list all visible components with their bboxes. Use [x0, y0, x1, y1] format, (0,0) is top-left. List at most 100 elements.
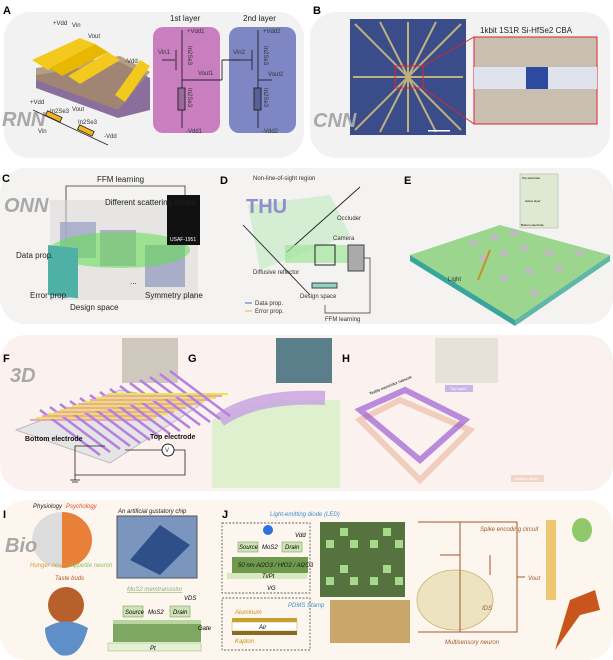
panel-a: A +Vdd Vin Vout -Vdd RNN +Vdd In2Se3 Vou… [2, 5, 296, 146]
aluminum-label: Aluminum [234, 610, 262, 616]
row-ij-background [0, 500, 613, 660]
panel-label-c: C [2, 173, 10, 185]
ffm-learning-label-d: FFM learning [325, 317, 360, 323]
network-tag-rnn: RNN [2, 109, 46, 131]
vin2: Vin2 [233, 50, 246, 56]
appetite-neuron-label: Appetite neuron [69, 563, 113, 569]
material-1b: In2Se3 [186, 88, 192, 108]
schematic-vin: Vin [38, 129, 47, 135]
design-space-label: Design space [70, 303, 119, 312]
terminal-vout: Vout [88, 34, 100, 40]
panel-label-e: E [404, 175, 411, 187]
panel-g: G [188, 338, 340, 488]
bottom-layer-label: Bottom layer [515, 476, 538, 481]
legend-error-prop: Error prop. [255, 309, 284, 315]
panel-label-f: F [3, 353, 10, 365]
gate-label: Gate [198, 626, 212, 632]
inset-top-electrode: Top electrode [522, 176, 540, 180]
nlos-region-label: Non-line-of-sight region [253, 176, 315, 182]
top-layer-label: Top layer [450, 386, 467, 391]
material-2a: In2Se3 [262, 46, 268, 66]
kapton-label: Kapton [235, 639, 255, 645]
light-arrow [477, 249, 491, 281]
vout1: Vout1 [198, 71, 214, 77]
terminal-vdd-minus: -Vdd [125, 59, 138, 65]
transistor-box [221, 522, 311, 594]
design-space-label-d: Design space [300, 294, 337, 300]
terminal-vdd-plus: +Vdd [53, 21, 67, 27]
panel-i: I Physiology Psychology Bio Hunger neuro… [3, 504, 212, 656]
design-space-mask [48, 245, 78, 299]
memtransistor-title: MoS2 memtransistor [127, 587, 183, 593]
top-layer-mesh [354, 386, 471, 464]
vdd1-top: +Vdd1 [187, 29, 205, 35]
array-cells [326, 528, 403, 585]
channel-label-j: MoS2 [262, 545, 278, 551]
ground-icon [70, 475, 80, 483]
flexible-device-photo [122, 338, 178, 383]
multisensory-neuron-region [416, 569, 494, 631]
network-tag-bio: Bio [5, 535, 37, 557]
zoom-region [394, 65, 424, 89]
ffm-learning-label: FFM learning [97, 175, 144, 184]
panel-label-g: G [188, 353, 197, 365]
panel-label-i: I [3, 509, 6, 521]
vdd-label-j: Vdd [295, 533, 306, 539]
layer2-title: 2nd layer [243, 14, 276, 23]
vin1: Vin1 [158, 50, 171, 56]
taste-buds-label: Taste buds [55, 576, 84, 582]
memristor-array-substrate [410, 225, 610, 320]
design-space-element [311, 282, 338, 289]
gustatory-chip-title: An artificial gustatory chip [117, 509, 187, 515]
panel-b: B 1kbit 1S1R Si-HfSe2 CBA CNN [313, 5, 598, 135]
material-1a: In2Se3 [186, 46, 192, 66]
psychology-label: Psychology [66, 504, 98, 510]
occluder [286, 186, 361, 253]
inset-active-layer: Active layer [525, 199, 541, 203]
channel-label-i: MoS2 [148, 610, 164, 616]
usaf-target [167, 195, 200, 245]
dielectric-label: 50 nm Al2O3 / HfO2 / Al2O3 [238, 563, 314, 569]
vdd2-bottom: -Vdd2 [262, 129, 279, 135]
light-beam [50, 232, 190, 268]
neuron-icon [555, 590, 600, 650]
top-electrode-line [129, 382, 191, 429]
sensor-box [221, 597, 311, 651]
taste-bud-icon [48, 587, 84, 623]
sensor-photo [330, 600, 410, 643]
spike-encoding-circuit [418, 521, 525, 633]
schematic-vdd-plus: +Vdd [30, 100, 44, 106]
occluder-label: Occluder [337, 216, 361, 222]
in2se3-device-illustration [32, 38, 150, 118]
source-label-i: Source [125, 610, 145, 616]
panel-e: E Light Top electrode Active layer Botto… [404, 173, 610, 326]
gate-dielectric [113, 624, 201, 642]
drain-label-i: Drain [173, 610, 188, 616]
vg-label: VG [267, 586, 276, 592]
network-tag-onn: ONN [4, 195, 49, 217]
hunger-neuron-label: Hunger neuron [30, 563, 71, 569]
network-tag-3d: 3D [10, 365, 36, 387]
textile-photo [435, 338, 498, 383]
panel-f: F 3D Bottom electrode Top electrode V [3, 338, 231, 483]
usaf-target-label: USAF-1951 [170, 237, 196, 243]
pdms-stamp-label: PDMS Stamp [288, 603, 325, 609]
panel-label-j: J [222, 509, 228, 521]
device-stack-inset [519, 173, 559, 229]
vout2: Vout2 [268, 72, 284, 78]
ids-label: IDS [482, 606, 492, 612]
camera-label: Camera [333, 236, 355, 242]
top-electrode-label: Top electrode [150, 434, 195, 441]
top-electrode-line [159, 373, 221, 420]
panel-j: J Light-emitting diode (LED) Source MoS2… [221, 509, 600, 651]
data-prop-label: Data prop. [16, 251, 53, 260]
diffusive-reflector [242, 224, 311, 296]
bottom-layer-tag [511, 475, 544, 482]
top-layer-tag [445, 385, 473, 392]
top-electrode-line [139, 379, 201, 426]
multisensory-neuron-label: Multisensory neuron [445, 640, 500, 646]
panel-c: C FFM learning ONN USAF-1951 Different s… [2, 173, 203, 312]
schematic-vdd-minus: -Vdd [104, 134, 117, 140]
vdd1-bottom: -Vdd1 [186, 129, 203, 135]
